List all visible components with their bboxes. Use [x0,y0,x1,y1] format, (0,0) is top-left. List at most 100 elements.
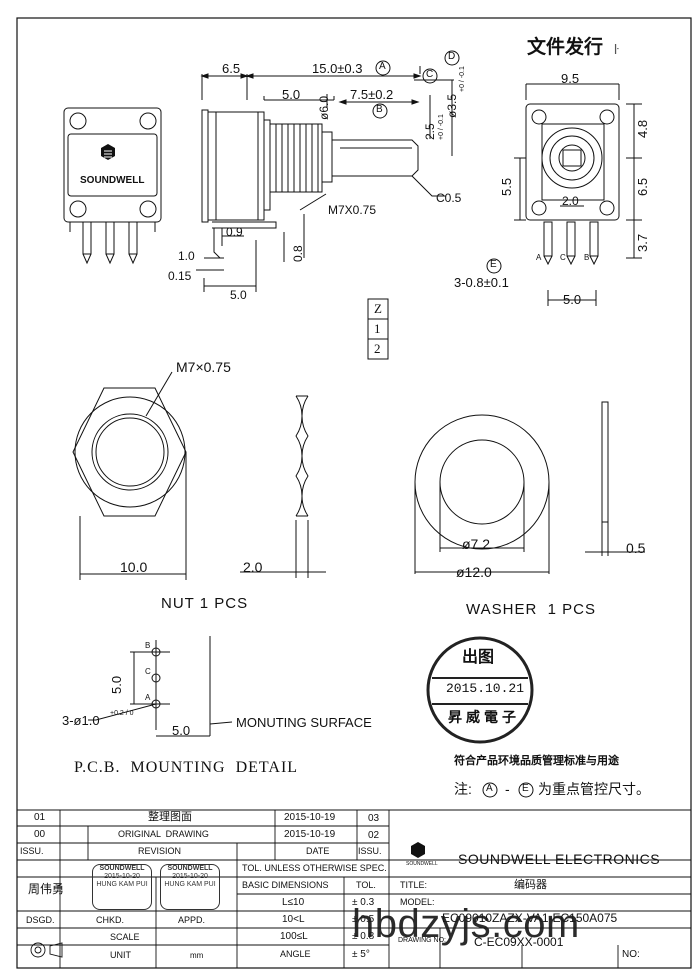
dim-3-5: ø3.5 [445,93,459,118]
pcb-pin-a: A [145,693,151,702]
tol-row-1-tol: ± 0.5 [352,914,375,925]
dim-2-5: 2.5 [423,123,437,140]
stamp-top: 出图 [462,649,495,666]
rev-head-date: DATE [306,846,330,856]
datum-markers [372,50,534,798]
rev-head-issu2: ISSU. [358,846,382,856]
tol-head: TOL. [356,880,376,890]
end-pin-b: B [584,253,590,262]
drawing-label: DRAWING NO: [398,937,446,944]
dim-6-5-v: 6.5 [635,177,650,196]
dim-0-9: 0.9 [226,225,243,239]
watermark: hbdzyjs.com [352,902,580,946]
chkd-label: CHKD. [96,915,125,925]
stamp-small-name: HUNG KAM PUI [96,881,148,889]
company-logo-text: SOUNDWELL [406,861,438,867]
model-value: EC09010ZAZX-VA1-EC150A075 [442,911,618,925]
title-block-frame [17,809,691,968]
pcb-drawing [88,636,233,737]
tol-row-1-dim: 10<L [282,914,305,925]
rev-row-0-date: 2015-10-19 [284,812,336,823]
rev-box-frame [367,298,389,360]
drawing-value: C-EC09XX-0001 [474,935,564,949]
dim-4-8: 4.8 [635,119,650,138]
dim-5-0: 5.0 [563,292,582,307]
dim-thread: M7X0.75 [328,203,377,217]
pcb-surface: MONUTING SURFACE [236,715,372,730]
dim-0-8: 0.8 [291,245,305,262]
rev-head-revision: REVISION [138,846,182,856]
doc-title-trail: ŀ [614,41,619,57]
designer: 周伟勇 [28,882,65,896]
basic-dims: BASIC DIMENSIONS [242,880,329,890]
approval-stamp-chkd: SOUNDWELL 2015-10-20 HUNG KAM PUI [92,864,152,910]
stamp-small-name-2: HUNG KAM PUI [164,881,216,889]
rev-box-1: 1 [374,321,381,336]
rev-head-issu: ISSU. [20,846,44,856]
pcb-pin-c: C [145,667,151,676]
nut-label: NUT 1 PCS [161,595,249,612]
nut-drawing [72,371,326,580]
nut-thick: 2.0 [243,559,263,575]
nut-thread: M7×0.75 [176,359,231,375]
end-pin-a: A [536,253,542,262]
pcb-dim-h: 5.0 [172,723,191,738]
marker-c: C [426,69,434,80]
pcb-holes-tol: +0.2 / 0 [110,710,134,717]
stamp-small-date: 2015-10-20 [104,873,140,881]
marker-e: E [490,259,497,270]
dim-9-5: 9.5 [561,71,580,86]
marker-b: B [376,104,383,115]
stamp-small-date-2: 2015-10-20 [172,873,208,881]
company-name: SOUNDWELL ELECTRONICS [458,851,661,867]
dim-5-5: 5.5 [499,177,514,196]
title-value: 编码器 [514,879,547,891]
front-view [63,107,162,265]
stamp-small-brand: SOUNDWELL [99,865,145,872]
stamp-date: 2015.10.21 [446,681,525,696]
approval-stamp-appd: SOUNDWELL 2015-10-20 HUNG KAM PUI [160,864,220,910]
dim-1-0: 1.0 [178,249,195,263]
rev-row-0-idx: 03 [368,813,380,824]
rev-row-0-desc: 整理图面 [148,811,192,823]
pcb-dim-v: 5.0 [109,675,124,694]
no-label: NO: [622,949,640,960]
company-logo-icon [411,842,425,858]
tol-header: TOL. UNLESS OTHERWISE SPEC. [242,863,387,873]
washer-outer: ø12.0 [456,564,492,580]
tol-row-2-dim: 100≤L [280,931,308,942]
appd-label: APPD. [178,915,206,925]
side-view [196,66,454,292]
unit-value: mm [190,951,204,960]
rev-row-1-desc: ORIGINAL DRAWING [118,829,209,839]
dim-6-0: ø6.0 [317,95,331,120]
front-logo-text: SOUNDWELL [80,175,145,186]
end-view [514,83,642,306]
note-dash: - [505,781,510,797]
washer-thick: 0.5 [626,540,646,556]
note-post: 为重点管控尺寸。 [538,781,650,797]
rev-row-1-idx: 02 [368,830,380,841]
pcb-holes: 3-ø1.0 [62,713,100,728]
scale-label: SCALE [110,932,140,942]
dim-5: 5.0 [282,87,301,102]
washer-inner: ø7.2 [462,536,491,552]
title-label: TITLE: [400,880,428,890]
doc-title: 文件发行 [527,37,604,58]
tol-row-3-tol: ± 5° [352,949,370,960]
nut-width: 10.0 [120,559,148,575]
rev-box-2: 2 [374,341,381,356]
dim-3-5-tol: +0 / -0.1 [459,66,466,92]
dim-3-7: 3.7 [635,233,650,252]
dsgd-label: DSGD. [26,915,55,925]
pcb-label: P.C.B. MOUNTING DETAIL [74,759,299,776]
dim-6-5: 6.5 [222,61,241,76]
note-marker-a: A [486,783,493,794]
model-label: MODEL: [400,897,435,907]
stamp-small-brand-2: SOUNDWELL [167,865,213,872]
tol-row-2-tol: ± 0.8 [352,931,375,942]
dim-2-0: 2.0 [562,194,579,208]
dim-5-b: 5.0 [230,288,247,302]
